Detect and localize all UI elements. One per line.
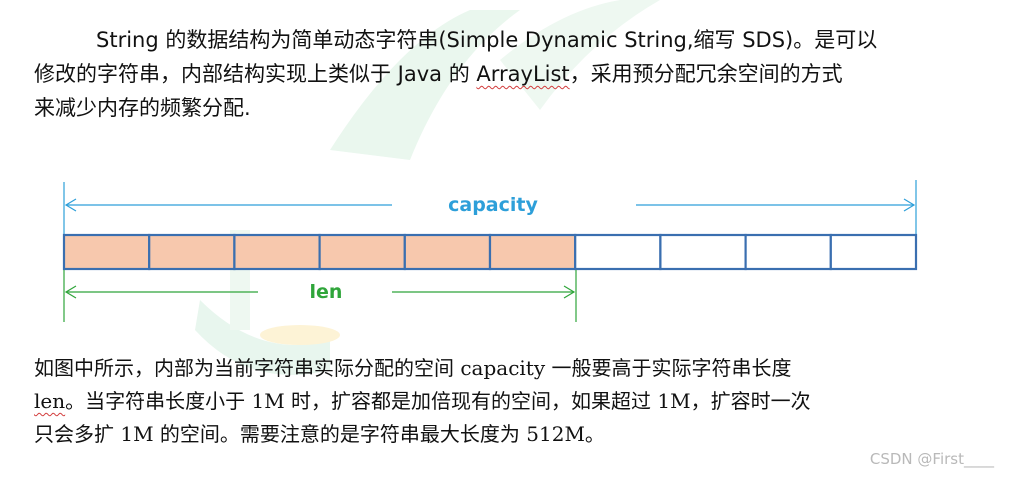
used-buffer-cell (488, 233, 577, 271)
explanation-line-3: 只会多扩 1M 的空间。需要注意的是字符串最大长度为 512M。 (34, 422, 605, 446)
explanation-paragraph: 如图中所示，内部为当前字符串实际分配的空间 capacity 一般要高于实际字符… (34, 352, 974, 451)
csdn-watermark: CSDN @First____ (869, 450, 994, 468)
explanation-line-1: 如图中所示，内部为当前字符串实际分配的空间 capacity 一般要高于实际字符… (34, 356, 792, 380)
intro-line-3: 来减少内存的频繁分配. (34, 96, 251, 120)
intro-line-2b: ，采用预分配冗余空间的方式 (569, 62, 843, 86)
free-buffer-cell (744, 233, 832, 271)
free-buffer-cell (574, 233, 662, 271)
intro-line-2a: 修改的字符串，内部结构实现上类似于 Java 的 (34, 62, 477, 86)
used-buffer-cell (233, 233, 321, 271)
used-buffer-cell (318, 233, 406, 271)
explanation-line-2: 。当字符串长度小于 1M 时，扩容都是加倍现有的空间，如果超过 1M，扩容时一次 (65, 389, 811, 413)
len-label: len (310, 281, 343, 303)
len-arrow-right (563, 285, 576, 299)
len-arrow-left (64, 285, 77, 299)
used-buffer-cell (403, 233, 492, 271)
capacity-arrow-left (64, 198, 77, 212)
intro-line-1: String 的数据结构为简单动态字符串(Simple Dynamic Stri… (96, 28, 878, 52)
intro-paragraph: String 的数据结构为简单动态字符串(Simple Dynamic Stri… (34, 23, 974, 125)
len-term: len (34, 389, 66, 413)
used-buffer-cell (148, 233, 236, 271)
used-buffer-cell (62, 233, 151, 271)
capacity-label: capacity (448, 194, 538, 216)
arraylist-term: ArrayList (476, 62, 570, 86)
sds-buffer-cells (62, 233, 918, 271)
capacity-arrow-right (903, 198, 916, 212)
free-buffer-cell (659, 233, 747, 271)
free-buffer-cell (829, 233, 918, 271)
